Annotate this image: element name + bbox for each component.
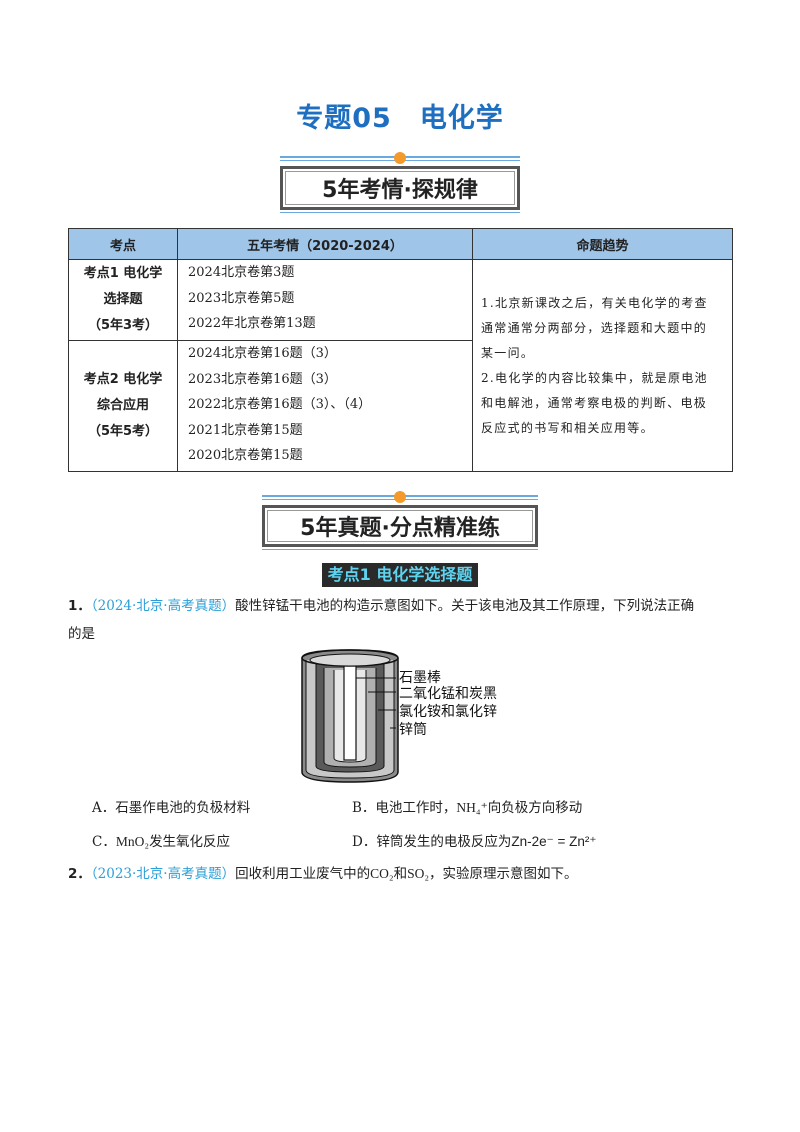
year-item: 2023北京卷第16题（3） <box>188 371 337 387</box>
year-item: 2022北京卷第16题（3）、（4） <box>188 397 372 412</box>
option-d[interactable]: D．锌筒发生的电极反应为Zn-2e⁻ = Zn²⁺ <box>352 834 597 850</box>
orange-dot-icon <box>394 491 406 503</box>
orange-dot-icon <box>394 152 406 164</box>
year-item: 2022年北京卷第13题 <box>188 316 316 331</box>
label-zinc-can: 锌筒 <box>399 721 427 738</box>
point-2-cell: 考点2 电化学 综合应用 （5年5考） <box>68 340 178 472</box>
battery-illustration: 石墨棒 二氧化锰和炭黑 氯化铵和氯化锌 锌筒 <box>301 649 497 783</box>
year-item: 2023北京卷第5题 <box>188 290 295 306</box>
page-title: 专题05 电化学 <box>296 103 504 134</box>
formula: NH₄⁺ <box>456 800 488 815</box>
formula: Zn-2e⁻ = Zn²⁺ <box>511 834 597 849</box>
option-b[interactable]: B．电池工作时，NH₄⁺向负极方向移动 <box>352 800 583 816</box>
trend-cell: 1.北京新课改之后，有关电化学的考查 通常通常分两部分，选择题和大题中的 某一问… <box>472 259 733 472</box>
header-years: 五年考情（2020-2024） <box>177 228 473 260</box>
question-2: 2．（2023·北京·高考真题）回收利用工业废气中的CO₂和SO₂，实验原理示意… <box>68 866 578 882</box>
question-source: （2024·北京·高考真题） <box>90 598 236 614</box>
years-1-cell: 2024北京卷第3题 2023北京卷第5题 2022年北京卷第13题 <box>177 259 473 341</box>
banner-practice: 5年真题·分点精准练 <box>262 491 538 553</box>
label-graphite: 石墨棒 <box>399 670 441 686</box>
year-item: 2021北京卷第15题 <box>188 422 303 438</box>
option-a[interactable]: A．石墨作电池的负极材料 <box>92 800 251 816</box>
label-mno2: 二氧化锰和炭黑 <box>399 686 497 702</box>
question-number: 1． <box>68 598 91 614</box>
year-item: 2020北京卷第15题 <box>188 448 303 463</box>
label-electrolyte: 氯化铵和氯化锌 <box>399 704 497 720</box>
year-item: 2024北京卷第3题 <box>188 265 295 280</box>
year-item: 2024北京卷第16题（3） <box>188 346 337 361</box>
point-1-cell: 考点1 电化学 选择题 （5年3考） <box>68 259 178 341</box>
banner-title: 5年考情·探规律 <box>280 166 520 210</box>
question-source: （2023·北京·高考真题） <box>90 866 236 882</box>
section-heading: 考点1 电化学选择题 <box>321 563 479 587</box>
banner-exam-trends: 5年考情·探规律 <box>280 152 520 216</box>
banner-title: 5年真题·分点精准练 <box>262 505 538 547</box>
formula: CO₂ <box>370 866 394 881</box>
header-trend: 命题趋势 <box>472 228 733 260</box>
question-1: 1．（2024·北京·高考真题）酸性锌锰干电池的构造示意图如下。关于该电池及其工… <box>68 592 738 648</box>
exam-table: 考点 五年考情（2020-2024） 命题趋势 考点1 电化学 选择题 （5年3… <box>68 228 733 472</box>
question-number: 2． <box>68 866 91 882</box>
battery-diagram: 石墨棒 二氧化锰和炭黑 氯化铵和氯化锌 锌筒 <box>298 646 508 786</box>
years-2-cell: 2024北京卷第16题（3） 2023北京卷第16题（3） 2022北京卷第16… <box>177 340 473 472</box>
formula: SO₂ <box>407 866 430 881</box>
header-point: 考点 <box>68 228 178 260</box>
option-c[interactable]: C．MnO₂发生氧化反应 <box>92 834 231 850</box>
question-text: 酸性锌锰干电池的构造示意图如下。关于该电池及其工作原理，下列说法正确 <box>235 598 695 614</box>
formula: MnO₂ <box>115 834 150 849</box>
question-text-cont: 的是 <box>68 626 95 642</box>
